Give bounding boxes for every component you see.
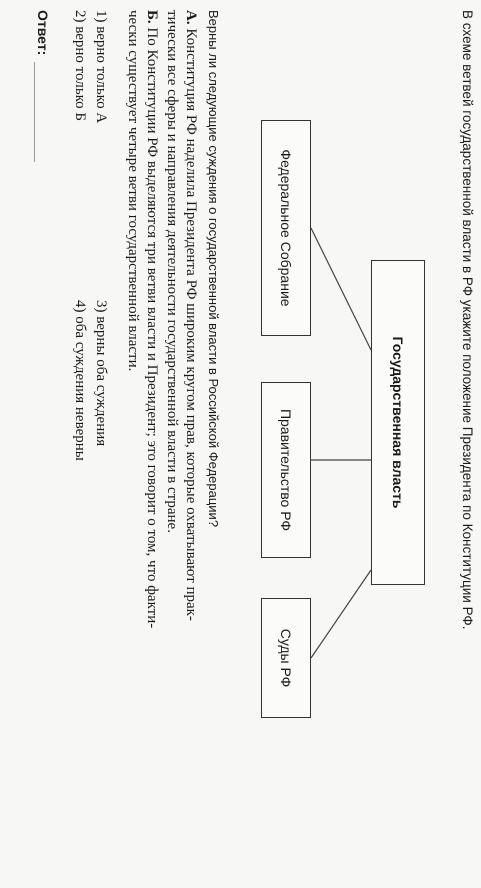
- branch-label-federal-assembly: Федеральное Собрание: [278, 149, 294, 307]
- diagram-branch-courts: Суды РФ: [261, 598, 311, 718]
- statement-b-text1: По Конституции РФ выделяются три ветви в…: [144, 27, 160, 629]
- question-instruction: Верны ли следующие суждения о государств…: [206, 10, 221, 528]
- branch-label-courts: Суды РФ: [278, 628, 294, 688]
- option-4: 4) оба суждения неверны: [72, 300, 88, 461]
- statement-b-line2: чески существует четыре ветви государств…: [125, 10, 141, 372]
- option-2: 2) верно только Б: [72, 10, 88, 122]
- statement-a-letter: А.: [183, 10, 199, 25]
- diagram-branch-government: Правительство РФ: [261, 382, 311, 558]
- option-1: 1) верно только А: [93, 10, 109, 124]
- statement-a-text1: Конституция РФ наделила Президента РФ ши…: [183, 28, 199, 621]
- statement-a-line2: тически все сферы и направления деятельн…: [164, 10, 180, 533]
- statement-b-letter: Б.: [144, 10, 160, 24]
- statement-a-line1: А. Конституция РФ наделила Президента РФ…: [182, 10, 199, 621]
- diagram-root-label: Государственная власть: [390, 336, 406, 509]
- diagram-branch-federal-assembly: Федеральное Собрание: [261, 120, 311, 336]
- statement-b-line1: Б. По Конституции РФ выделяются три ветв…: [143, 10, 160, 628]
- diagram-root-box: Государственная власть: [371, 260, 425, 585]
- connector-courts: [310, 569, 372, 659]
- connector-federal-assembly: [310, 227, 372, 351]
- option-3: 3) верны оба суждения: [93, 300, 109, 447]
- diagram-connectors: [310, 227, 372, 659]
- answer-label: Ответ:: [35, 10, 51, 56]
- branch-label-government: Правительство РФ: [278, 408, 294, 532]
- answer-line[interactable]: [34, 62, 35, 162]
